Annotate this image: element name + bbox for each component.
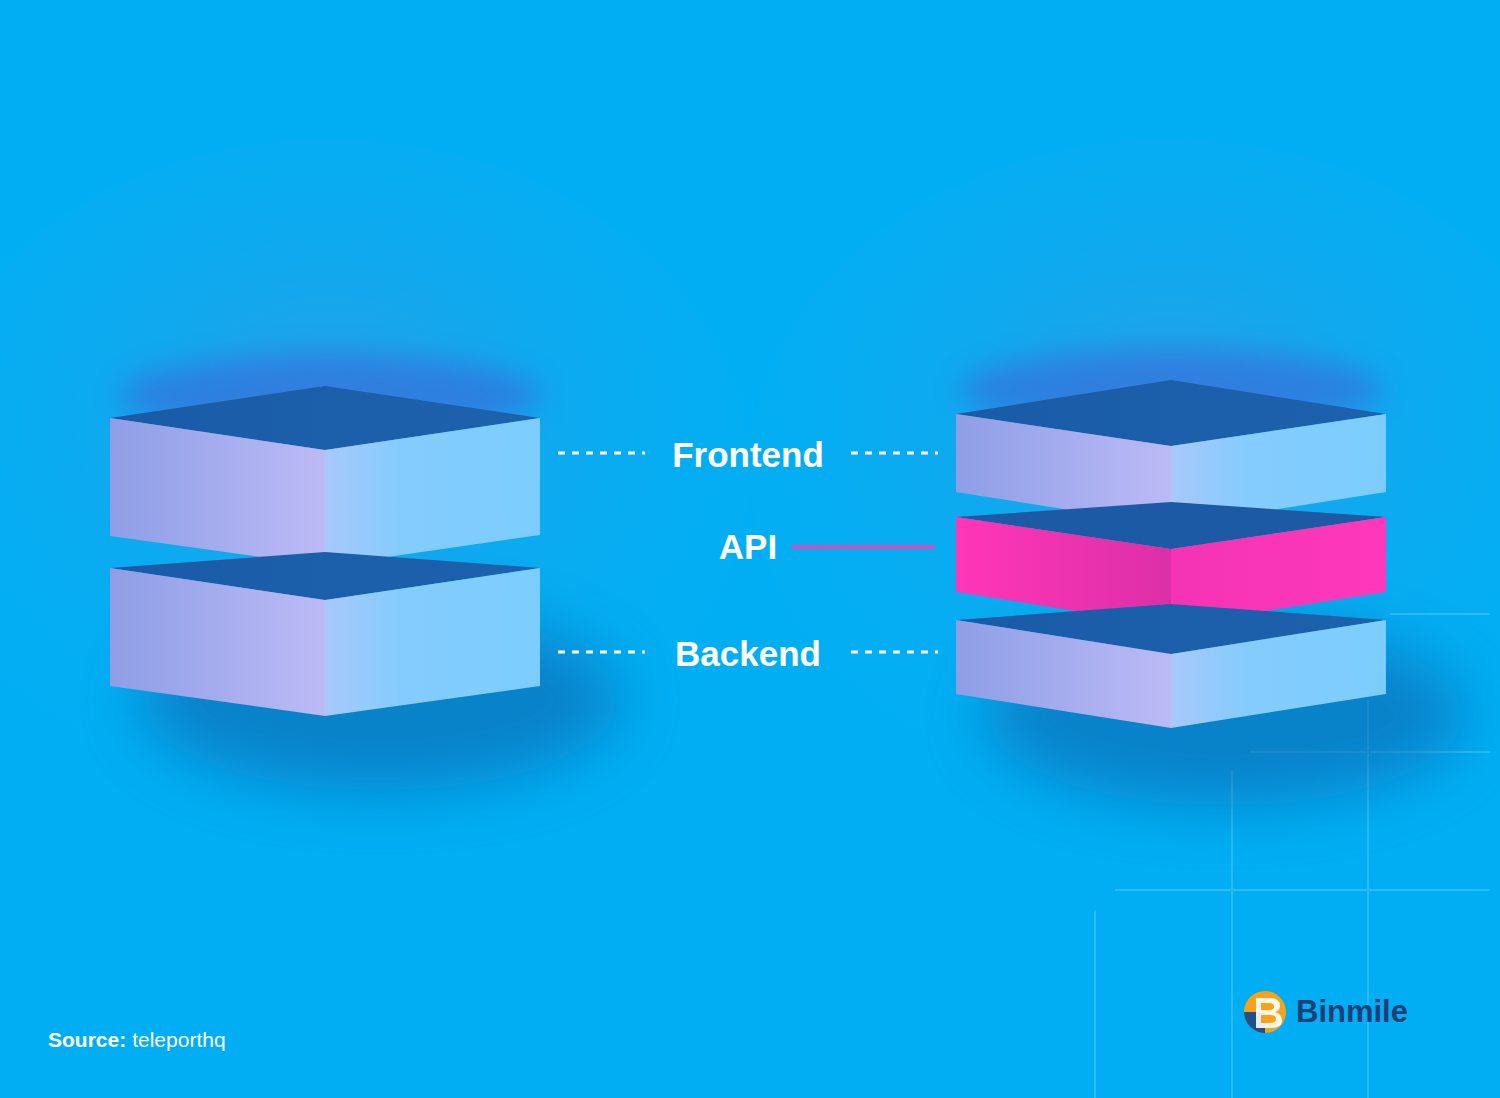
backend-slab: [110, 552, 540, 716]
layer-label: API: [719, 527, 777, 567]
source-note: teleporthq: [132, 1028, 225, 1052]
layer-label: Frontend: [672, 435, 824, 475]
api-leader-line: [792, 546, 935, 549]
source-note: Source:: [48, 1028, 126, 1052]
frontend-slab: [110, 386, 540, 566]
brand-name: Binmile: [1296, 994, 1408, 1030]
leader-lines: [558, 453, 938, 652]
backend-slab: [956, 604, 1386, 728]
layer-label: Backend: [675, 634, 821, 674]
glow: [0, 140, 750, 800]
logo-mark: [1244, 991, 1286, 1033]
